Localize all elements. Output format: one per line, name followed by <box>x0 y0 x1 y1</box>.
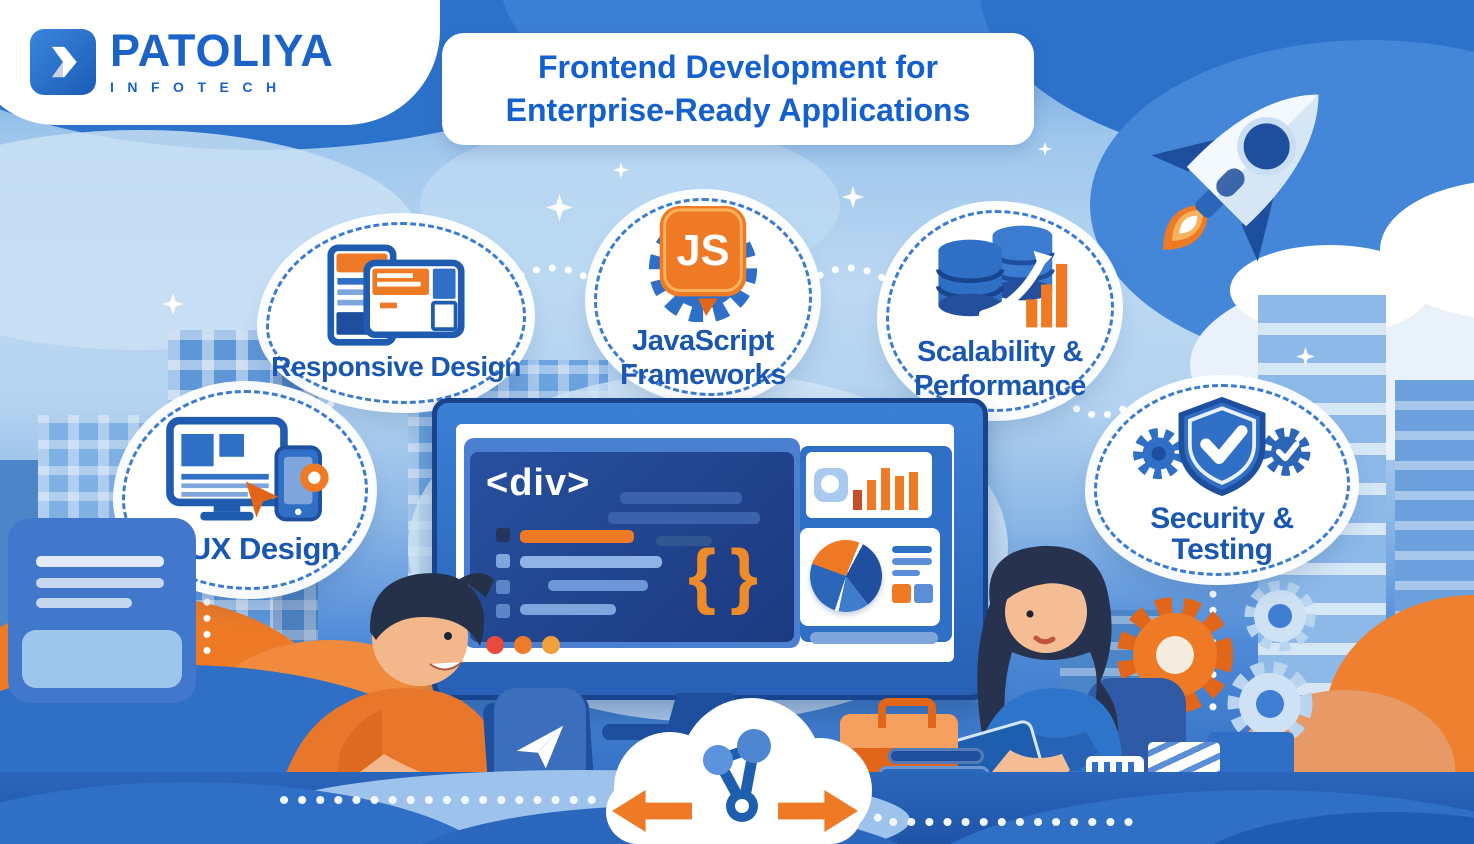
legend-swatch-orange <box>892 584 911 603</box>
shield-check-icon <box>1133 396 1311 496</box>
bubble-javascript-frameworks: JS JavaScript Frameworks <box>594 198 812 396</box>
mini-bar <box>909 472 918 510</box>
title-card: Frontend Development for Enterprise-Read… <box>442 33 1034 145</box>
code-line <box>548 580 648 591</box>
mini-bar <box>853 490 862 510</box>
code-line <box>608 512 760 524</box>
paper-plane-icon <box>516 725 564 769</box>
bubble-label-security: Security & Testing <box>1150 501 1294 566</box>
brand-tagline: INFOTECH <box>110 79 290 95</box>
page-title-line1: Frontend Development for <box>537 48 938 85</box>
pie-chart-card <box>800 528 940 626</box>
window-dot-red <box>486 636 504 654</box>
brand-name: PATOLIYA <box>110 25 334 76</box>
window-dot-amber <box>542 636 560 654</box>
monitor: <div> {} <box>432 398 988 700</box>
mini-bar <box>881 468 890 510</box>
brace-open: { <box>688 536 731 616</box>
footer-bar <box>810 632 938 644</box>
legend-line <box>892 546 932 553</box>
js-badge-text: JS <box>677 227 730 275</box>
legend-line <box>892 558 932 565</box>
share-nodes-icon <box>703 729 771 822</box>
gear-blue-large-icon <box>1227 661 1313 747</box>
code-line <box>656 536 712 546</box>
code-line-orange <box>520 530 634 543</box>
bubble-security-testing: Security & Testing <box>1094 384 1350 576</box>
legend-line <box>892 570 920 576</box>
code-bullet <box>496 554 510 568</box>
code-bullet <box>496 580 510 594</box>
pie-chart <box>810 540 882 612</box>
cloud-network <box>596 698 872 844</box>
magnifier-icon <box>814 468 848 502</box>
mini-bar <box>867 480 876 510</box>
code-panel: <div> {} <box>470 452 794 642</box>
document-card <box>8 518 196 703</box>
code-bullet <box>496 528 510 542</box>
bubble-label-scalability-1: Scalability & <box>917 335 1083 368</box>
code-braces: {} <box>688 540 772 612</box>
brace-close: } <box>730 536 773 616</box>
page-title-line2: Enterprise-Ready Applications <box>505 92 971 128</box>
uiux-monitor-phone-icon <box>166 416 329 522</box>
code-bullet <box>496 604 510 618</box>
bubble-scalability-performance: Scalability & Performance <box>886 210 1114 412</box>
code-line <box>520 556 662 568</box>
monitor-screen: <div> {} <box>456 424 954 662</box>
rocket-icon <box>1151 94 1319 262</box>
database-chart-icon <box>936 225 1068 328</box>
brand-logo: PATOLIYA INFOTECH <box>30 28 334 95</box>
window-dot-orange <box>514 636 532 654</box>
code-div-tag: <div> <box>486 462 591 504</box>
responsive-screens-icon <box>327 244 465 347</box>
mini-bar <box>895 476 904 510</box>
gear-blue-small-icon <box>1244 580 1316 652</box>
bubble-responsive-design: Responsive Design <box>266 222 526 404</box>
gear-orange-icon <box>1117 597 1233 713</box>
code-line <box>520 604 616 615</box>
bubble-label-js-1: JavaScript <box>632 324 774 357</box>
book <box>888 748 984 764</box>
bubble-label-scalability-2: Performance <box>914 370 1086 402</box>
js-gear-icon: JS <box>648 205 758 322</box>
logo-mark-icon <box>30 28 96 95</box>
legend-swatch-blue <box>914 584 933 603</box>
bubble-label-responsive: Responsive Design <box>271 351 521 383</box>
code-line <box>620 492 742 504</box>
bubble-label-js-2: Frameworks <box>620 359 786 391</box>
bar-chart-card <box>806 452 932 518</box>
